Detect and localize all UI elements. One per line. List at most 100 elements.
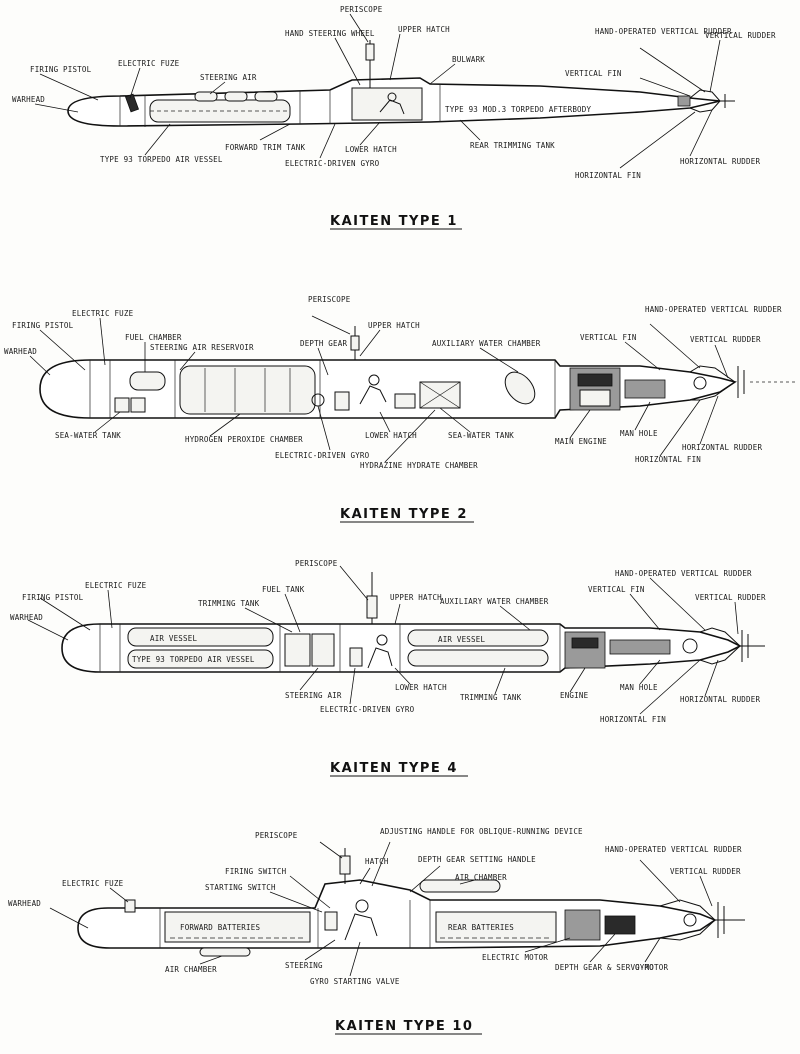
type10-label-depth-gear-handle: DEPTH GEAR SETTING HANDLE <box>418 855 536 864</box>
type4-labels: PERISCOPE HAND-OPERATED VERTICAL RUDDER … <box>10 559 766 777</box>
type1-label-hand-operated-vertical-rudder: HAND-OPERATED VERTICAL RUDDER <box>595 27 732 36</box>
type10-electric-motor <box>564 909 601 941</box>
type4-label-trimming-tank-rear: TRIMMING TANK <box>460 693 522 702</box>
type10-label-air-chamber: AIR CHAMBER <box>165 965 217 974</box>
type2-peroxide-chamber <box>179 365 316 415</box>
type2-label-manhole: MAN HOLE <box>620 429 658 438</box>
type4-label-upper-hatch: UPPER HATCH <box>390 593 442 602</box>
type1-leaders <box>34 13 721 169</box>
type1-diagram <box>67 40 735 127</box>
type10-label-gyro-starting-valve: GYRO STARTING VALVE <box>310 977 400 986</box>
type2-label-depth-gear: DEPTH GEAR <box>300 339 347 348</box>
type1-label-upper-hatch: UPPER HATCH <box>398 25 450 34</box>
type1-label-steering-air: STEERING AIR <box>200 73 257 82</box>
type4-type93-air-vessel <box>127 649 274 669</box>
type2-label-vertical-rudder: VERTICAL RUDDER <box>690 335 761 344</box>
type1-label-horizontal-fin: HORIZONTAL FIN <box>575 171 641 180</box>
type1-title: KAITEN TYPE 1 <box>330 214 458 229</box>
type1-label-electric-gyro: ELECTRIC-DRIVEN GYRO <box>285 159 380 168</box>
type10-label-rear-batteries: REAR BATTERIES <box>448 923 514 932</box>
type2-label-hand-operated-vertical-rudder: HAND-OPERATED VERTICAL RUDDER <box>645 305 782 314</box>
type10-diagram <box>77 848 745 957</box>
type1-label-firing-pistol: FIRING PISTOL <box>30 65 92 74</box>
type4-label-warhead: WARHEAD <box>10 613 43 622</box>
type4-air-vessel-1 <box>127 627 274 647</box>
type1-label-air-vessel: TYPE 93 TORPEDO AIR VESSEL <box>100 155 223 164</box>
type2-label-sea-water-tank: SEA-WATER TANK <box>448 431 514 440</box>
type4-label-vertical-rudder: VERTICAL RUDDER <box>695 593 766 602</box>
type4-air-vessel-2 <box>407 629 549 647</box>
type1-label-vertical-fin: VERTICAL FIN <box>565 69 622 78</box>
type10-label-forward-batteries: FORWARD BATTERIES <box>180 923 260 932</box>
type10-label-hand-operated-vertical-rudder: HAND-OPERATED VERTICAL RUDDER <box>605 845 742 854</box>
type2-label-sea-water-tank-fwd: SEA-WATER TANK <box>55 431 121 440</box>
type2-label-firing-pistol: FIRING PISTOL <box>12 321 74 330</box>
type2-label-periscope: PERISCOPE <box>308 295 351 304</box>
type10-label-electric-motor: ELECTRIC MOTOR <box>482 953 548 962</box>
type4-title: KAITEN TYPE 4 <box>330 761 458 776</box>
type4-label-electric-gyro: ELECTRIC-DRIVEN GYRO <box>320 705 415 714</box>
type4-label-horizontal-rudder: HORIZONTAL RUDDER <box>680 695 760 704</box>
type2-label-upper-hatch: UPPER HATCH <box>368 321 420 330</box>
type4-label-vertical-fin: VERTICAL FIN <box>588 585 645 594</box>
type10-label-starting-switch: STARTING SWITCH <box>205 883 276 892</box>
type10-label-periscope: PERISCOPE <box>255 831 298 840</box>
type1-label-electric-fuze: ELECTRIC FUZE <box>118 59 180 68</box>
type10-label-adjusting-handle: ADJUSTING HANDLE FOR OBLIQUE-RUNNING DEV… <box>380 827 583 836</box>
type10-label-air-chamber-top: AIR CHAMBER <box>455 873 507 882</box>
type4-diagram <box>61 572 765 673</box>
type4-engine <box>564 631 606 669</box>
type2-label-electric-gyro: ELECTRIC-DRIVEN GYRO <box>275 451 370 460</box>
type4-label-type93-air-vessel: TYPE 93 TORPEDO AIR VESSEL <box>132 655 255 664</box>
type10-label-vertical-rudder: VERTICAL RUDDER <box>670 867 741 876</box>
type10-labels: ADJUSTING HANDLE FOR OBLIQUE-RUNNING DEV… <box>8 827 742 1035</box>
type1-labels: PERISCOPE UPPER HATCH HAND STEERING WHEE… <box>12 5 776 230</box>
type2-label-warhead: WARHEAD <box>4 347 37 356</box>
type10-label-electric-fuze: ELECTRIC FUZE <box>62 879 124 888</box>
type4-label-aux-water-chamber: AUXILIARY WATER CHAMBER <box>440 597 549 606</box>
type10-leaders <box>49 841 713 977</box>
type2-diagram <box>39 326 795 419</box>
type1-label-lower-hatch: LOWER HATCH <box>345 145 397 154</box>
type2-label-steering-air-reservoir: STEERING AIR RESERVOIR <box>150 343 254 352</box>
type1-label-rear-trimming-tank: REAR TRIMMING TANK <box>470 141 555 150</box>
type4-label-steering-air: STEERING AIR <box>285 691 342 700</box>
type4-label-manhole: MAN HOLE <box>620 683 658 692</box>
type10-label-firing-switch: FIRING SWITCH <box>225 867 287 876</box>
type1-label-afterbody: TYPE 93 MOD.3 TORPEDO AFTERBODY <box>445 105 591 114</box>
type4-label-firing-pistol: FIRING PISTOL <box>22 593 84 602</box>
type4-leaders <box>27 565 739 715</box>
type10-label-gyro: GYRO <box>635 963 654 972</box>
type4-label-lower-hatch: LOWER HATCH <box>395 683 447 692</box>
type4-label-periscope: PERISCOPE <box>295 559 338 568</box>
type2-label-horizontal-fin: HORIZONTAL FIN <box>635 455 701 464</box>
type10-label-steering: STEERING <box>285 961 323 970</box>
type4-label-fuel-tank: FUEL TANK <box>262 585 305 594</box>
type2-label-fuel-chamber: FUEL CHAMBER <box>125 333 182 342</box>
type4-fuel-tank <box>284 633 311 667</box>
type2-label-aux-water-chamber: AUXILIARY WATER CHAMBER <box>432 339 541 348</box>
type1-label-forward-trim-tank: FORWARD TRIM TANK <box>225 143 305 152</box>
type2-label-main-engine: MAIN ENGINE <box>555 437 607 446</box>
type10-rear-batteries <box>435 911 557 943</box>
type2-leaders <box>29 315 729 463</box>
type2-labels: PERISCOPE ELECTRIC FUZE UPPER HATCH HAND… <box>4 295 782 523</box>
type1-label-warhead: WARHEAD <box>12 95 45 104</box>
type4-label-air-vessel-2: AIR VESSEL <box>438 635 485 644</box>
type2-label-horizontal-rudder: HORIZONTAL RUDDER <box>682 443 762 452</box>
type4-label-electric-fuze: ELECTRIC FUZE <box>85 581 147 590</box>
type2-title: KAITEN TYPE 2 <box>340 507 468 522</box>
type1-label-periscope: PERISCOPE <box>340 5 383 14</box>
type10-forward-batteries <box>164 911 311 943</box>
type10-label-warhead: WARHEAD <box>8 899 41 908</box>
type10-title: KAITEN TYPE 10 <box>335 1019 473 1034</box>
type10-label-hatch: HATCH <box>365 857 389 866</box>
type1-label-horizontal-rudder: HORIZONTAL RUDDER <box>680 157 760 166</box>
type1-label-bulwark: BULWARK <box>452 55 485 64</box>
type4-label-hand-operated-vertical-rudder: HAND-OPERATED VERTICAL RUDDER <box>615 569 752 578</box>
type2-label-electric-fuze: ELECTRIC FUZE <box>72 309 134 318</box>
type10-air-chamber-top <box>419 879 501 893</box>
type2-label-lower-hatch: LOWER HATCH <box>365 431 417 440</box>
